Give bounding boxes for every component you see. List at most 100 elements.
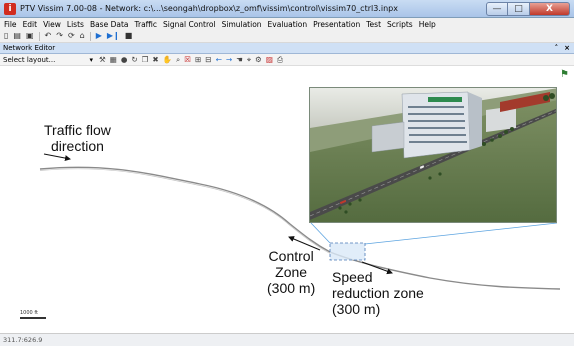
network-editor-header: Network Editor ˄ × (0, 43, 574, 54)
title-bar: i PTV Vissim 7.00-08 - Network: c:\...\s… (0, 0, 574, 18)
redo-icon[interactable]: ↷ (56, 31, 63, 40)
save-icon[interactable]: ▣ (25, 31, 34, 40)
3d-road-marking (310, 110, 556, 217)
main-toolbar: ▯ ▤ ▣ ↶ ↷ ⟳ ⌂ ▶ ▶❙ ■ (0, 30, 574, 43)
network-drawing (39, 153, 561, 290)
3d-scene (310, 88, 556, 222)
menu-presentation[interactable]: Presentation (313, 19, 361, 29)
close-button[interactable]: X (530, 1, 570, 16)
zoom-out-icon[interactable]: ⊟ (205, 54, 212, 64)
flow-arrow (43, 153, 71, 162)
minimize-button[interactable]: — (486, 1, 508, 16)
zoom-in-icon[interactable]: ⊞ (194, 54, 202, 64)
building-left (371, 121, 405, 153)
wrench-icon[interactable]: ⚒ (99, 54, 106, 64)
toolbar-separator (38, 31, 40, 41)
road-link-secondary (39, 168, 331, 254)
window-controls: — □ X (486, 1, 570, 16)
layout-toolbar: Select layout... ▾ ⚒ ▦ ● ↻ ❐ ✖ ✋ ⌕ ☒ ⊞ ⊟… (0, 54, 574, 66)
back-icon[interactable]: ← (215, 54, 222, 64)
copy-icon[interactable]: ❐ (141, 54, 149, 64)
callout-line-right (364, 222, 558, 245)
new-file-icon[interactable]: ▯ (4, 31, 9, 40)
menu-simulation[interactable]: Simulation (221, 19, 262, 29)
grid-icon[interactable]: ▦ (109, 54, 117, 64)
control-zone-arrow (288, 236, 321, 251)
tools-icon[interactable]: ⚙ (255, 54, 262, 64)
stop-icon[interactable]: ■ (124, 31, 133, 40)
window-title: PTV Vissim 7.00-08 - Network: c:\...\seo… (20, 4, 398, 13)
speed-zone-label: Speed reduction zone (300 m) (332, 269, 424, 317)
building-right (486, 106, 516, 132)
menu-file[interactable]: File (4, 19, 17, 29)
panel-controls: ˄ × (549, 44, 570, 52)
status-bar: 311.7:626.9 (0, 334, 574, 346)
pin-icon[interactable]: ˄ (554, 44, 559, 52)
network-canvas[interactable]: Traffic flow direction Control Zone (300… (0, 66, 574, 334)
scale-label: 1000 ft (20, 310, 38, 316)
traffic-flow-line2: direction (50, 138, 104, 154)
speed-zone-line3: (300 m) (332, 301, 381, 317)
toolbar-separator (89, 31, 91, 41)
building-sign (428, 97, 462, 102)
layout-select-value: Select layout... (3, 55, 56, 64)
zoom-area-icon[interactable]: ☒ (184, 54, 191, 64)
navigate-icon[interactable]: ⌂ (79, 31, 85, 40)
play-icon[interactable]: ▶ (95, 31, 102, 40)
zoom-icon[interactable]: ⌕ (176, 54, 181, 64)
open-folder-icon[interactable]: ▤ (13, 31, 21, 40)
menu-traffic[interactable]: Traffic (134, 19, 158, 29)
undo-icon[interactable]: ↶ (44, 31, 52, 40)
road-link (39, 166, 561, 290)
menu-test[interactable]: Test (366, 19, 382, 29)
menu-bar: File Edit View Lists Base Data Traffic S… (0, 18, 574, 30)
zone-highlight (329, 242, 366, 261)
menu-view[interactable]: View (43, 19, 61, 29)
traffic-flow-label: Traffic flow direction (44, 122, 111, 154)
maximize-button[interactable]: □ (508, 1, 530, 16)
3d-mode-icon[interactable]: ▨ (265, 54, 273, 64)
forward-icon[interactable]: → (225, 54, 233, 64)
vehicle-red (339, 199, 347, 205)
delete-icon[interactable]: ✖ (152, 54, 159, 64)
menu-edit[interactable]: Edit (22, 19, 38, 29)
vehicle-white (419, 165, 425, 169)
layout-select[interactable]: Select layout... ▾ (3, 55, 95, 65)
trees (338, 93, 555, 214)
control-zone-line1: Control (268, 248, 314, 264)
measure-icon[interactable]: ⌖ (246, 54, 252, 64)
building-windows (408, 106, 467, 143)
hand-icon[interactable]: ☚ (236, 54, 243, 64)
traffic-flow-line1: Traffic flow (44, 122, 111, 138)
3d-road (310, 108, 556, 220)
control-zone-line3: (300 m) (267, 280, 316, 296)
speed-zone-arrow (361, 261, 393, 275)
globe-icon[interactable]: ● (120, 54, 128, 64)
vissim-app-icon[interactable]: i (4, 2, 16, 15)
signal-head-icon[interactable]: ⚑ (560, 69, 569, 80)
3d-view-inset (309, 87, 557, 223)
building-main-side (468, 92, 482, 150)
building-red-roofs (500, 92, 550, 112)
control-zone-label: Control Zone (300 m) (267, 248, 315, 296)
panel-close-icon[interactable]: × (564, 44, 570, 52)
print-icon[interactable]: ⎙ (276, 54, 283, 64)
cursor-coordinates: 311.7:626.9 (3, 336, 43, 344)
scale-bar (20, 317, 46, 319)
menu-evaluation[interactable]: Evaluation (267, 19, 308, 29)
refresh-icon[interactable]: ⟳ (67, 31, 75, 40)
menu-lists[interactable]: Lists (66, 19, 84, 29)
menu-help[interactable]: Help (418, 19, 436, 29)
single-step-icon[interactable]: ▶❙ (106, 31, 120, 40)
callout-line-left (310, 222, 331, 244)
menu-scripts[interactable]: Scripts (387, 19, 413, 29)
rotate-icon[interactable]: ↻ (131, 54, 138, 64)
menu-signal-control[interactable]: Signal Control (163, 19, 216, 29)
speed-zone-line2: reduction zone (332, 285, 424, 301)
speed-zone-line1: Speed (332, 269, 373, 285)
menu-base-data[interactable]: Base Data (89, 19, 129, 29)
panel-title: Network Editor (3, 44, 56, 52)
chevron-down-icon: ▾ (89, 55, 93, 64)
pan-hand-icon[interactable]: ✋ (162, 54, 173, 64)
control-zone-line2: Zone (275, 264, 308, 280)
